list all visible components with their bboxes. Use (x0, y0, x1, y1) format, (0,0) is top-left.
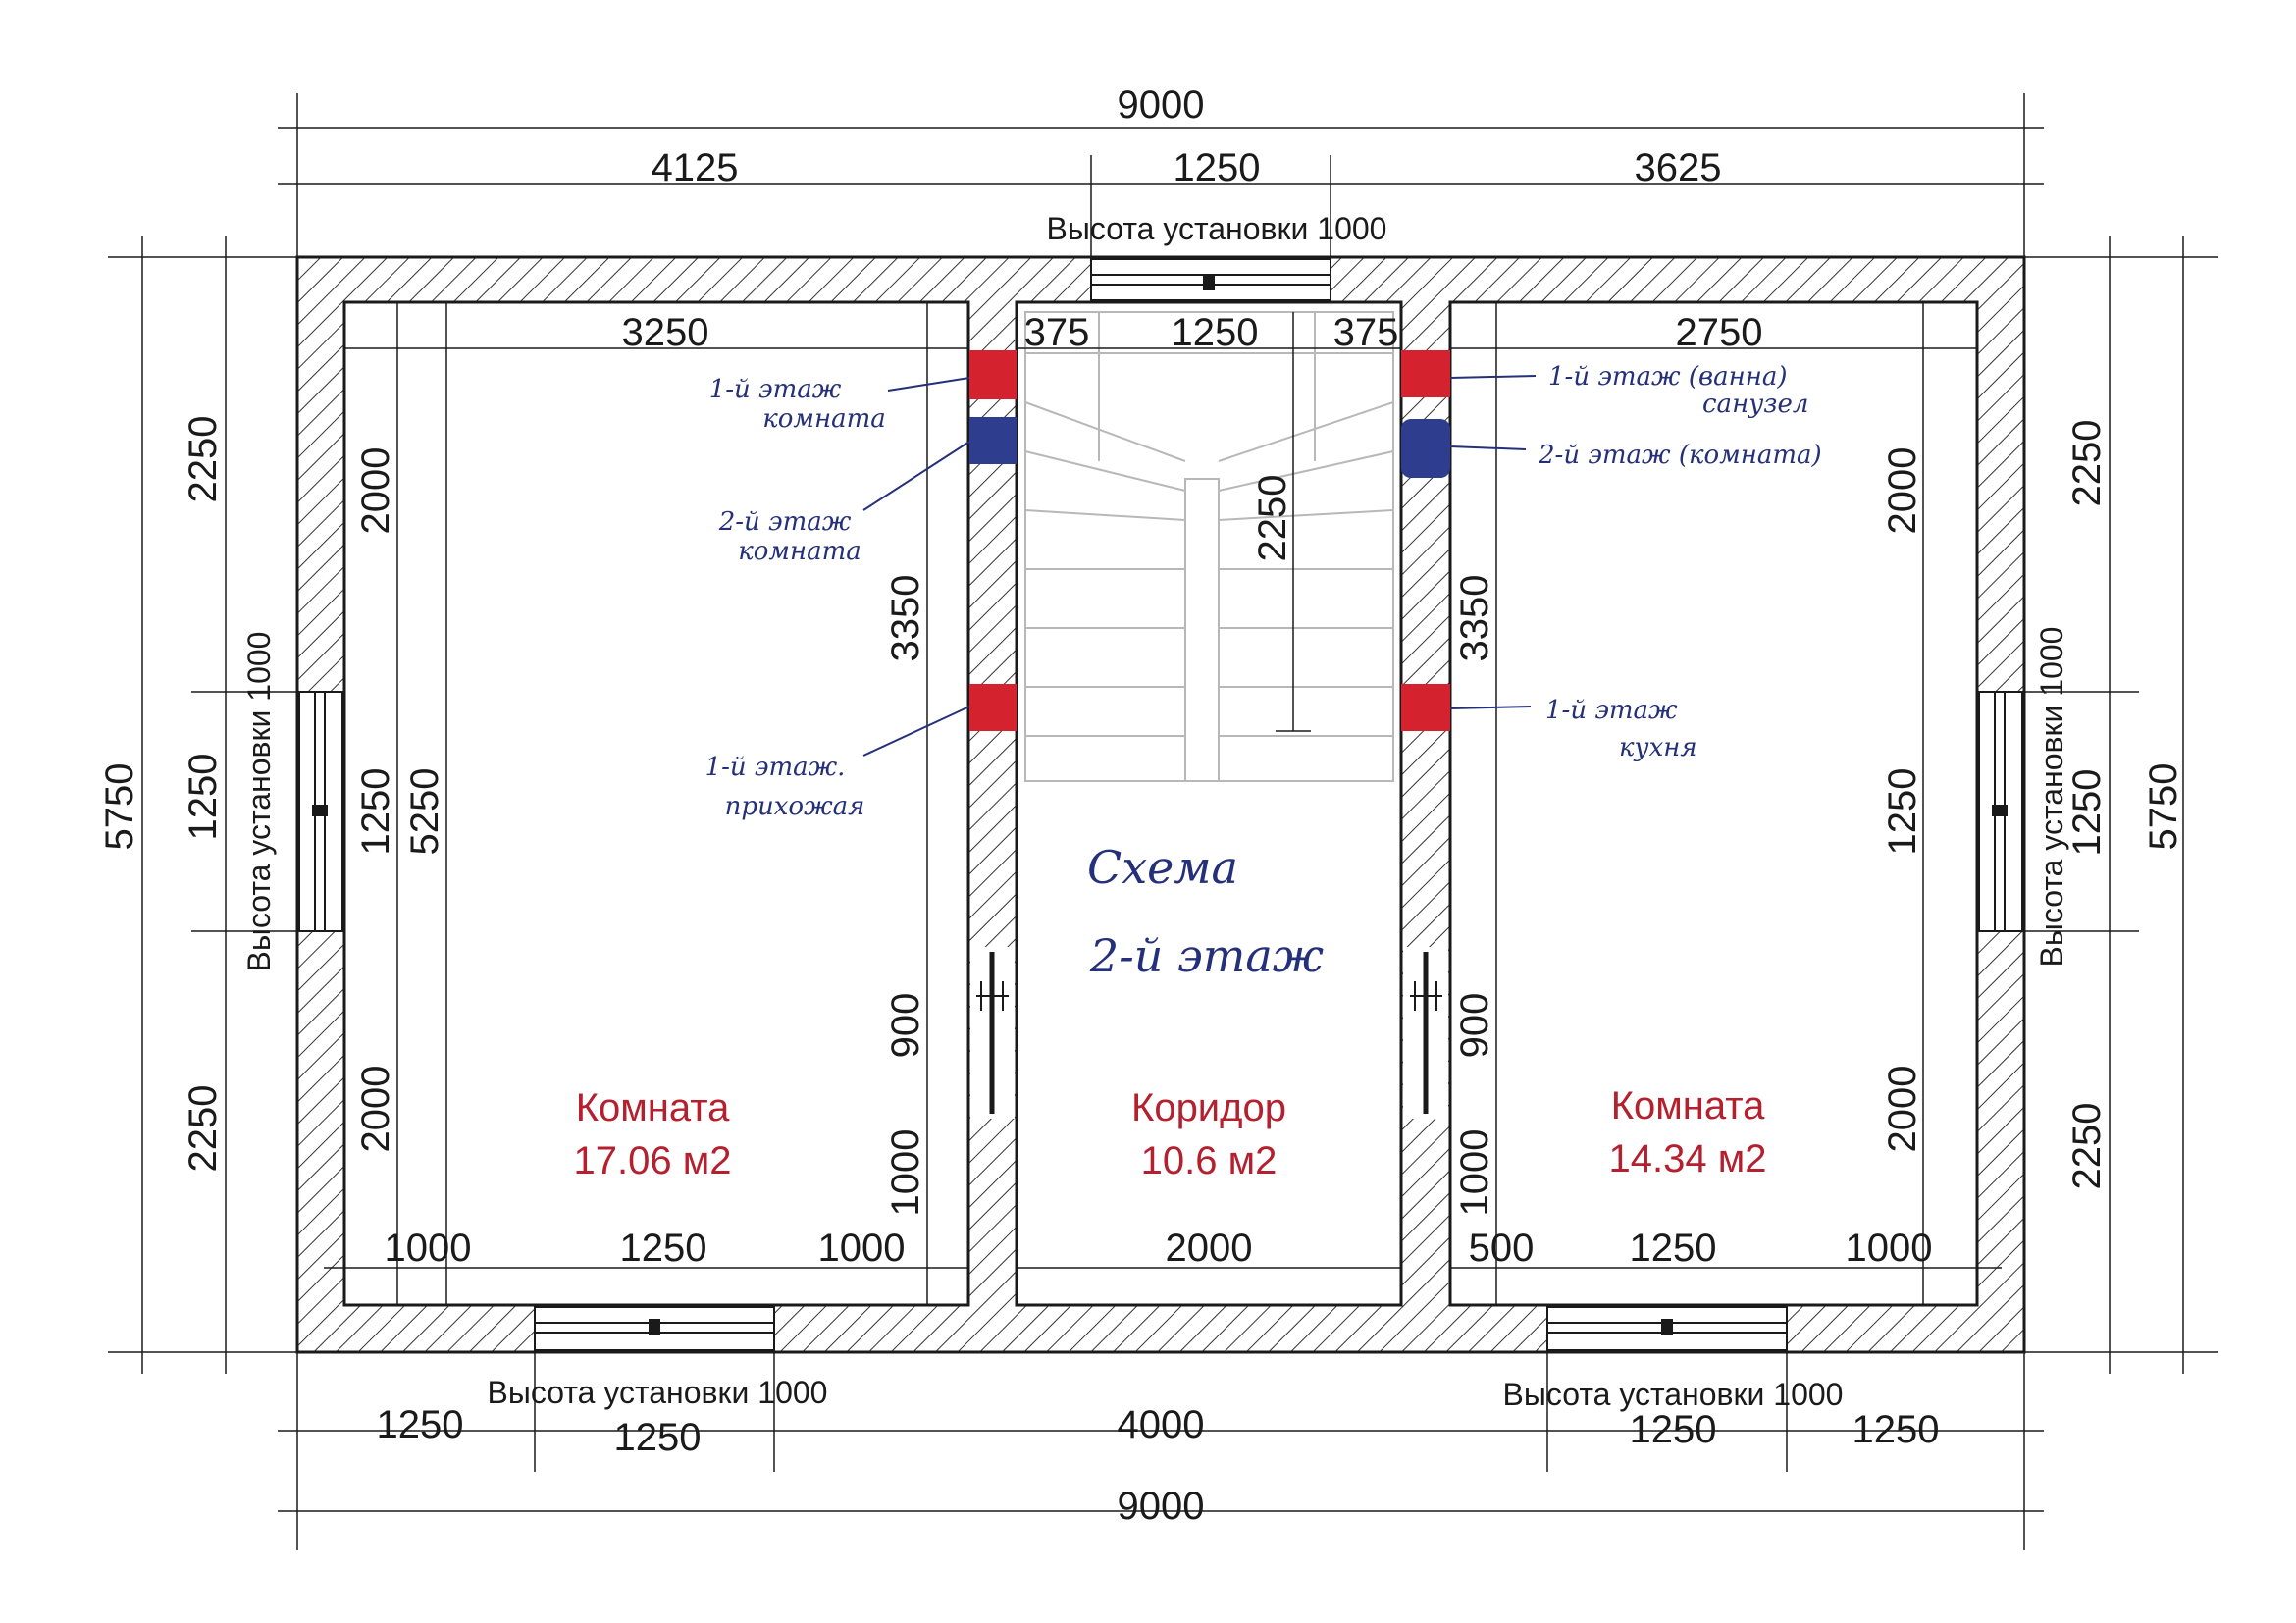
handwritten-title-line2: 2-й этаж (1089, 929, 1324, 982)
dim-left-outer-3: 2250 (182, 1085, 225, 1173)
note-right-top-line1: 1-й этаж (ванна) (1548, 362, 1788, 392)
dim-right-overall: 5750 (2142, 763, 2185, 851)
dim-right-room-wall-2: 1250 (1881, 768, 1924, 856)
dim-corridor-width: 2000 (1166, 1227, 1253, 1270)
red-marker (1401, 350, 1450, 397)
blue-marker (969, 417, 1017, 464)
red-marker (969, 684, 1017, 731)
dim-bottom-overall: 9000 (1118, 1485, 1205, 1528)
dim-bottom-5: 1250 (1852, 1408, 1940, 1451)
note-left-bottom-line2: прихожая (725, 792, 865, 821)
dim-top-right: 3625 (1635, 146, 1722, 189)
note-left-top-line2: комната (762, 404, 886, 434)
handwritten-title-line1: Схема (1087, 841, 1238, 894)
dim-left-room-right-1: 3350 (884, 575, 927, 662)
door-left (976, 952, 1009, 1114)
markers (969, 350, 1450, 731)
staircase (1024, 311, 1394, 782)
note-right-top-line2: санузел (1702, 390, 1808, 419)
dim-top-left: 4125 (652, 146, 739, 189)
dim-bottom-4: 1250 (1630, 1408, 1717, 1451)
dim-bottom-1: 1250 (377, 1403, 464, 1446)
note-left-mid-line2: комната (738, 537, 861, 566)
dim-right-outer-2: 1250 (2065, 769, 2109, 857)
window-bottom-right (1546, 1306, 1788, 1351)
dim-left-room-height: 5250 (403, 768, 446, 856)
note-left-bottom-line1: 1-й этаж. (705, 753, 846, 782)
dim-right-room-left-2: 900 (1453, 993, 1496, 1059)
dim-right-outer-3: 2250 (2065, 1103, 2109, 1190)
dim-right-room-bottom-1: 500 (1469, 1227, 1535, 1270)
dim-right-room-wall-1: 2000 (1881, 447, 1924, 535)
dim-left-room-bottom-3: 1000 (818, 1227, 906, 1270)
window-height-note-top: Высота установки 1000 (1047, 211, 1387, 246)
window-height-note-bottom-left: Высота установки 1000 (488, 1375, 828, 1410)
dim-right-room-width: 2750 (1676, 311, 1763, 354)
dim-left-room-wall-2: 1250 (354, 768, 397, 856)
window-bottom-left (534, 1306, 775, 1351)
note-right-bottom-line1: 1-й этаж (1545, 696, 1678, 725)
left-room-name: Комната (576, 1086, 730, 1129)
window-right (1978, 691, 2023, 932)
dim-left-room-wall-1: 2000 (354, 447, 397, 535)
blue-marker (1401, 419, 1450, 478)
dim-right-room-bottom-3: 1000 (1846, 1227, 1933, 1270)
note-right-bottom-line2: кухня (1619, 733, 1697, 762)
window-height-note-bottom-right: Высота установки 1000 (1503, 1377, 1844, 1412)
dim-left-room-bottom-2: 1250 (620, 1227, 707, 1270)
walls (295, 255, 2026, 1354)
dim-left-outer-1: 2250 (182, 416, 225, 503)
dim-bottom-3: 4000 (1118, 1403, 1205, 1446)
dim-left-room-right-2: 900 (884, 993, 927, 1059)
dim-right-room-left-1: 3350 (1453, 575, 1496, 662)
red-marker (969, 350, 1017, 399)
window-height-note-right: Высота установки 1000 (2034, 627, 2069, 968)
dim-stair-middle: 1250 (1172, 311, 1259, 354)
dim-stair-right: 375 (1333, 311, 1399, 354)
dim-right-outer-1: 2250 (2065, 420, 2109, 507)
dimension-lines (108, 93, 2218, 1550)
note-right-mid: 2-й этаж (комната) (1538, 441, 1822, 470)
dim-stair-left: 375 (1024, 311, 1090, 354)
dim-left-room-right-3: 1000 (884, 1129, 927, 1217)
window-left (298, 691, 343, 932)
right-room-area: 14.34 м2 (1609, 1137, 1767, 1180)
dim-right-room-left-3: 1000 (1453, 1129, 1496, 1217)
dim-bottom-2: 1250 (614, 1416, 702, 1459)
window-top (1090, 258, 1331, 301)
corridor-name: Коридор (1131, 1086, 1286, 1129)
window-height-note-left: Высота установки 1000 (241, 632, 277, 972)
note-pointers (862, 375, 1537, 757)
right-room-name: Комната (1611, 1084, 1765, 1127)
dim-left-overall: 5750 (98, 763, 141, 851)
dim-left-room-bottom-1: 1000 (385, 1227, 472, 1270)
red-marker (1401, 684, 1450, 731)
dim-left-room-wall-3: 2000 (354, 1066, 397, 1153)
dim-top-overall: 9000 (1118, 83, 1205, 127)
dim-left-outer-2: 1250 (182, 754, 225, 841)
dim-right-room-bottom-2: 1250 (1630, 1227, 1717, 1270)
note-left-mid-line1: 2-й этаж (718, 507, 852, 537)
corridor-area: 10.6 м2 (1141, 1139, 1278, 1182)
dim-stair-height: 2250 (1251, 475, 1294, 562)
dim-left-room-width: 3250 (622, 311, 709, 354)
door-right (1410, 952, 1442, 1114)
dim-top-middle: 1250 (1174, 146, 1261, 189)
left-room-area: 17.06 м2 (574, 1139, 732, 1182)
dim-right-room-wall-3: 2000 (1881, 1066, 1924, 1153)
note-left-top-line1: 1-й этаж (709, 375, 842, 404)
